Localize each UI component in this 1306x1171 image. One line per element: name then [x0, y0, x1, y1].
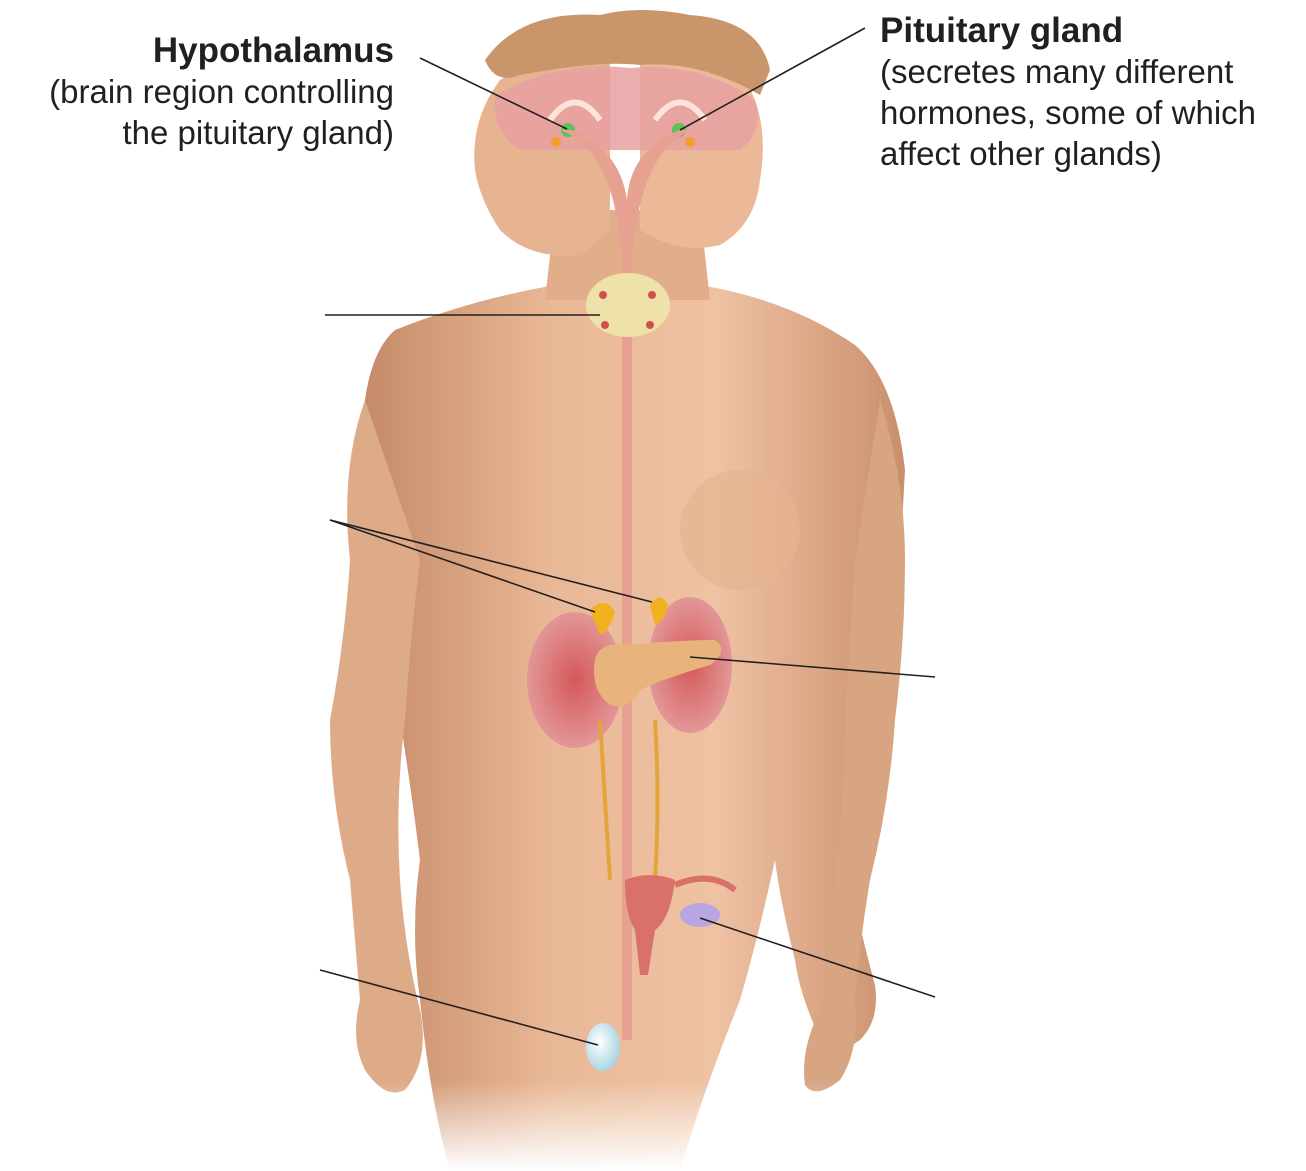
testis: [586, 1023, 620, 1071]
parathyroid-2: [648, 291, 656, 299]
parathyroid-1: [599, 291, 607, 299]
bottom-fade: [300, 1080, 1000, 1171]
hypothalamus-label: Hypothalamus (brain region controlling t…: [0, 30, 394, 153]
parathyroid-3: [601, 321, 609, 329]
pituitary-name: Pituitary gland: [880, 10, 1306, 51]
pituitary-label: Pituitary gland (secretes many different…: [880, 10, 1306, 174]
pituitary-desc-line3: affect other glands): [880, 133, 1306, 174]
pituitary-desc-line2: hormones, some of which: [880, 92, 1306, 133]
pituitary-desc-line1: (secretes many different: [880, 51, 1306, 92]
chest-shading: [680, 470, 800, 590]
parathyroid-4: [646, 321, 654, 329]
pituitary-left: [551, 137, 561, 147]
thyroid: [586, 273, 670, 337]
hypothalamus-name: Hypothalamus: [0, 30, 394, 71]
hypothalamus-desc-line2: the pituitary gland): [0, 112, 394, 153]
hypothalamus-desc-line1: (brain region controlling: [0, 71, 394, 112]
pituitary-right: [685, 137, 695, 147]
